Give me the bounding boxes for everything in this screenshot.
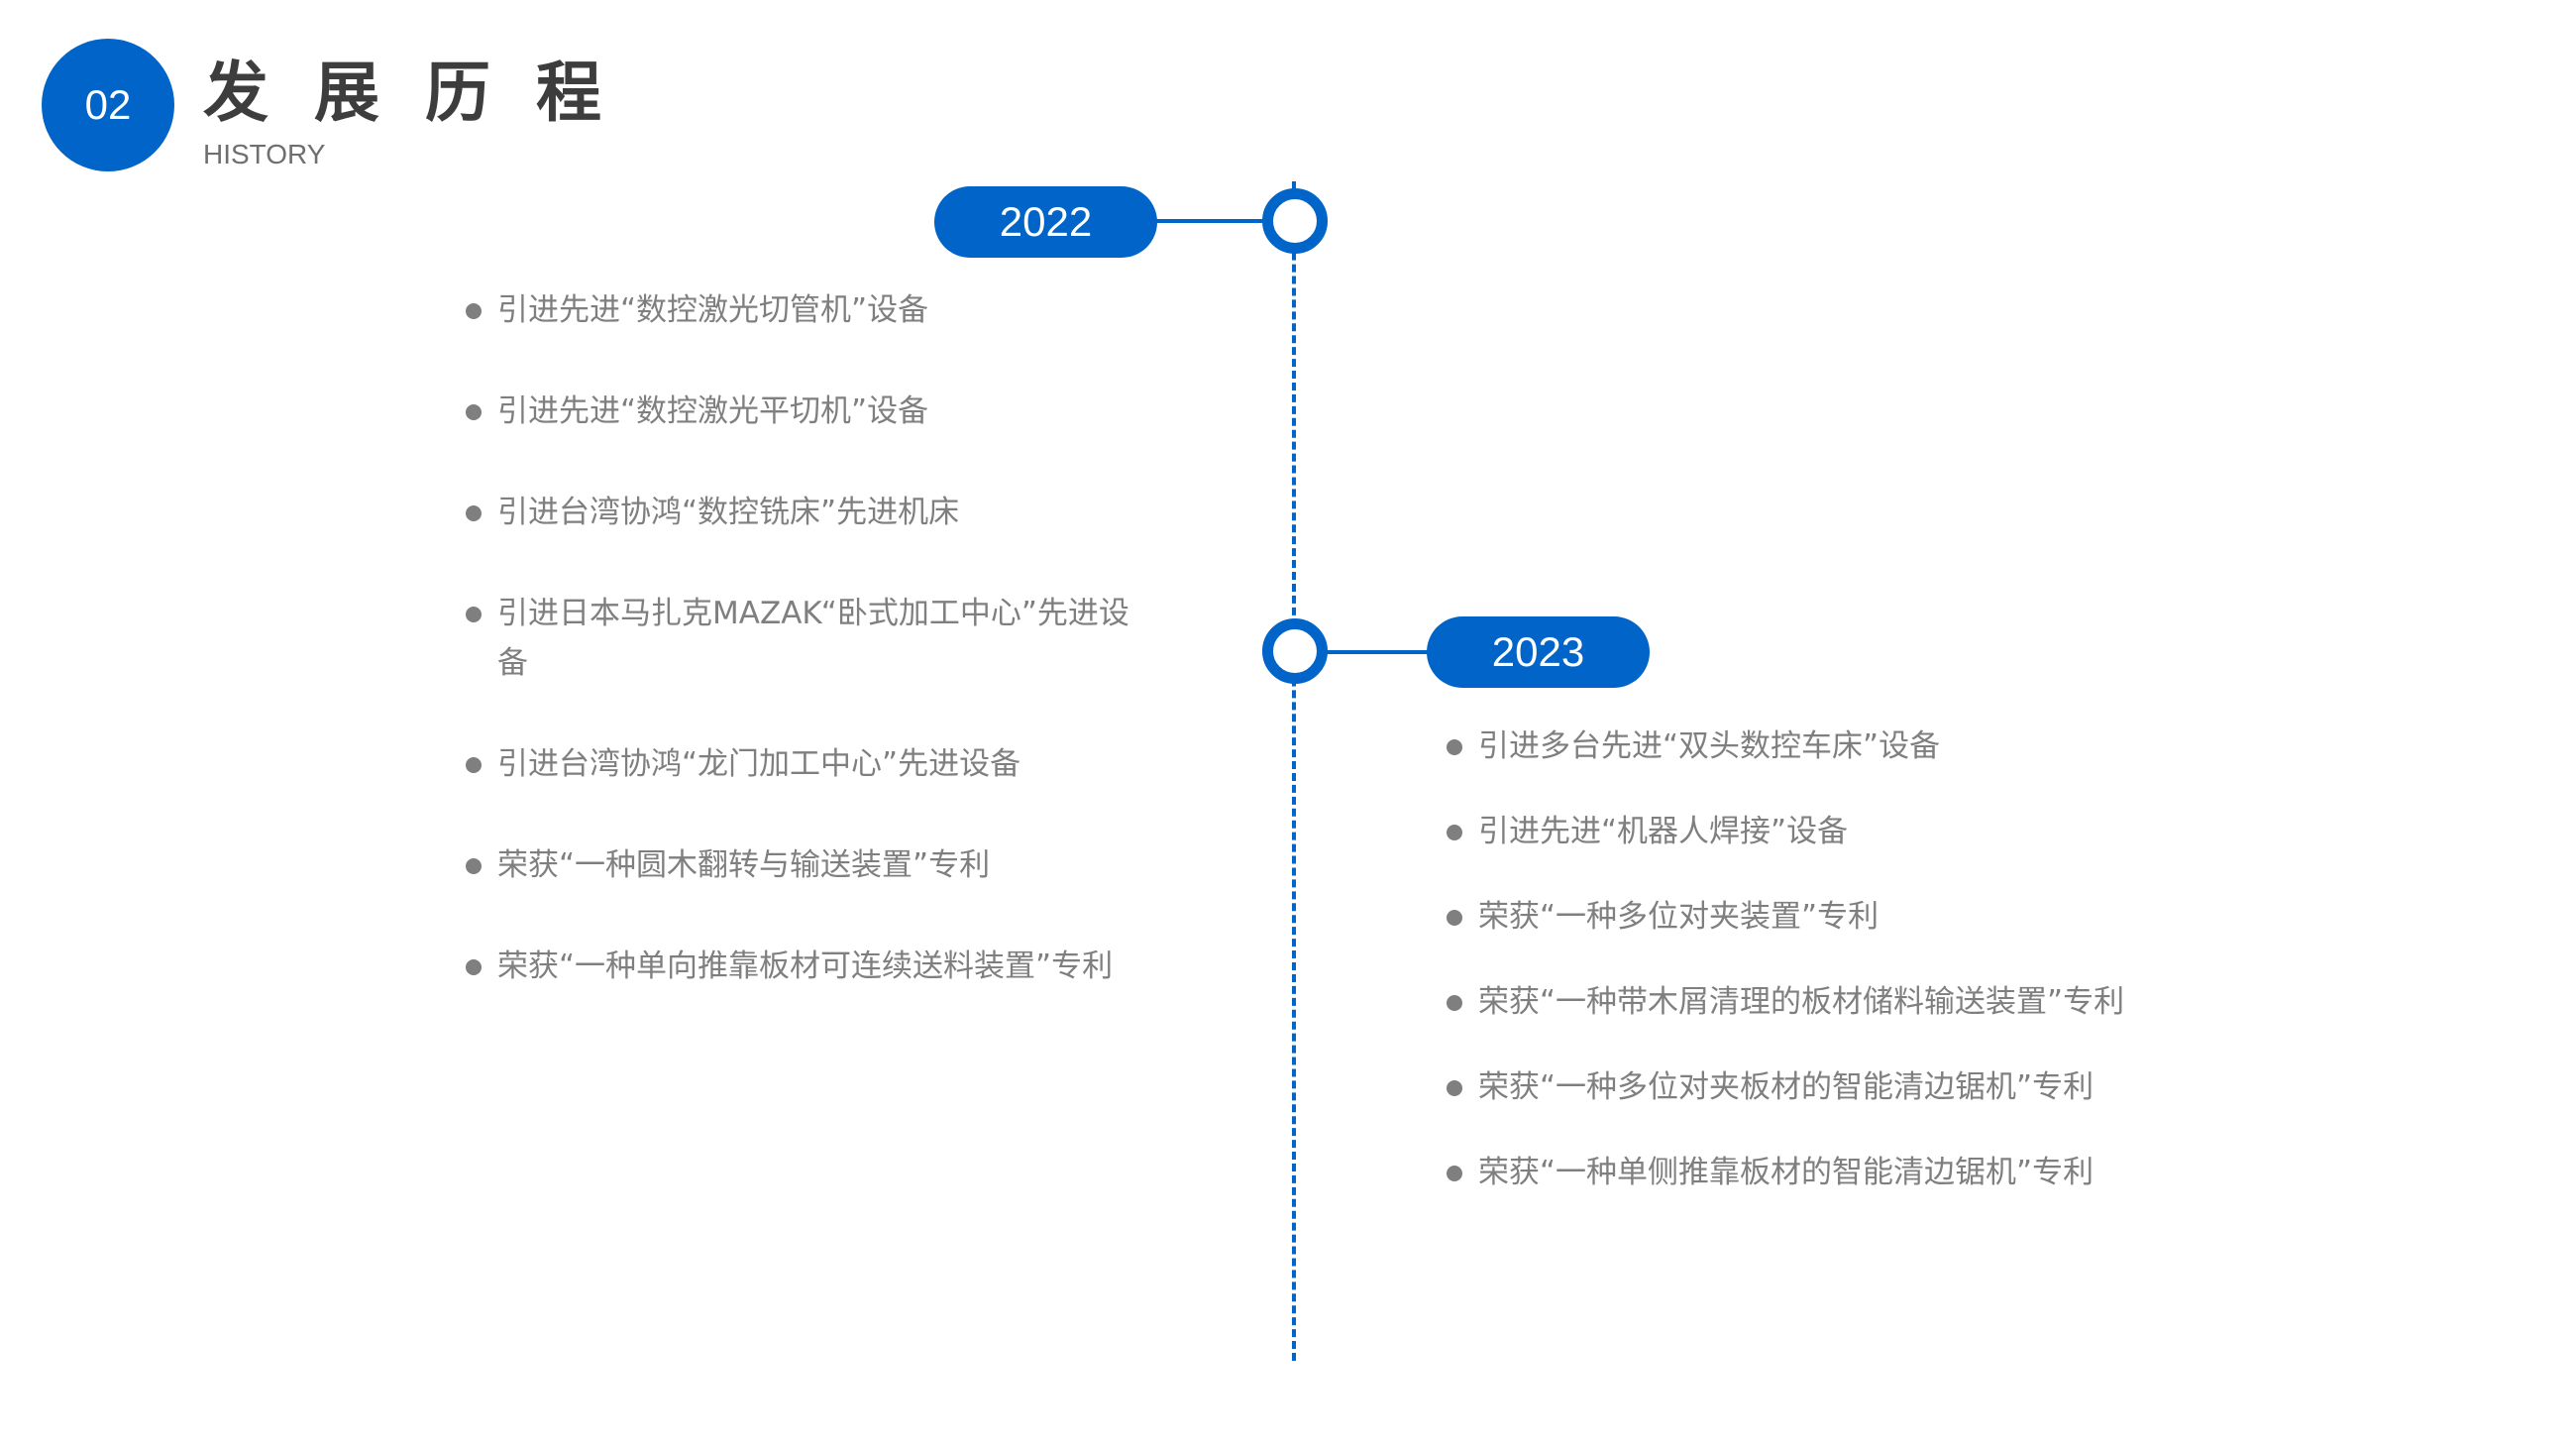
list-item: 引进先进“数控激光平切机”设备 <box>466 387 1159 436</box>
section-number: 02 <box>84 81 132 128</box>
connector-2022 <box>1155 219 1274 223</box>
list-item: 引进先进“机器人焊接”设备 <box>1447 807 2239 856</box>
timeline-line <box>1292 181 1296 1361</box>
list-item: 引进先进“数控激光切管机”设备 <box>466 285 1159 335</box>
list-item: 荣获“一种单侧推靠板材的智能清边锯机”专利 <box>1447 1148 2239 1197</box>
list-item: 荣获“一种圆木翻转与输送装置”专利 <box>466 840 1159 890</box>
page-title: 发展历程 <box>203 55 647 131</box>
connector-2023 <box>1318 650 1429 654</box>
page-subtitle: HISTORY <box>203 139 326 169</box>
timeline-node-2022 <box>1262 188 1328 254</box>
list-item: 引进台湾协鸿“龙门加工中心”先进设备 <box>466 739 1159 789</box>
list-item: 引进日本马扎克MAZAK“卧式加工中心”先进设备 <box>466 589 1159 688</box>
list-item: 荣获“一种单向推靠板材可连续送料装置”专利 <box>466 942 1159 991</box>
list-item: 荣获“一种带木屑清理的板材储料输送装置”专利 <box>1447 977 2239 1027</box>
list-item: 引进台湾协鸿“数控铣床”先进机床 <box>466 488 1159 537</box>
section-number-badge: 02 <box>42 39 174 171</box>
year-label-2023: 2023 <box>1427 616 1650 688</box>
events-2022-list: 引进先进“数控激光切管机”设备 引进先进“数控激光平切机”设备 引进台湾协鸿“数… <box>466 285 1159 1043</box>
year-label-2022: 2022 <box>934 186 1157 258</box>
list-item: 荣获“一种多位对夹装置”专利 <box>1447 892 2239 942</box>
list-item: 引进多台先进“双头数控车床”设备 <box>1447 722 2239 771</box>
events-2023-list: 引进多台先进“双头数控车床”设备 引进先进“机器人焊接”设备 荣获“一种多位对夹… <box>1447 722 2239 1233</box>
list-item: 荣获“一种多位对夹板材的智能清边锯机”专利 <box>1447 1062 2239 1112</box>
